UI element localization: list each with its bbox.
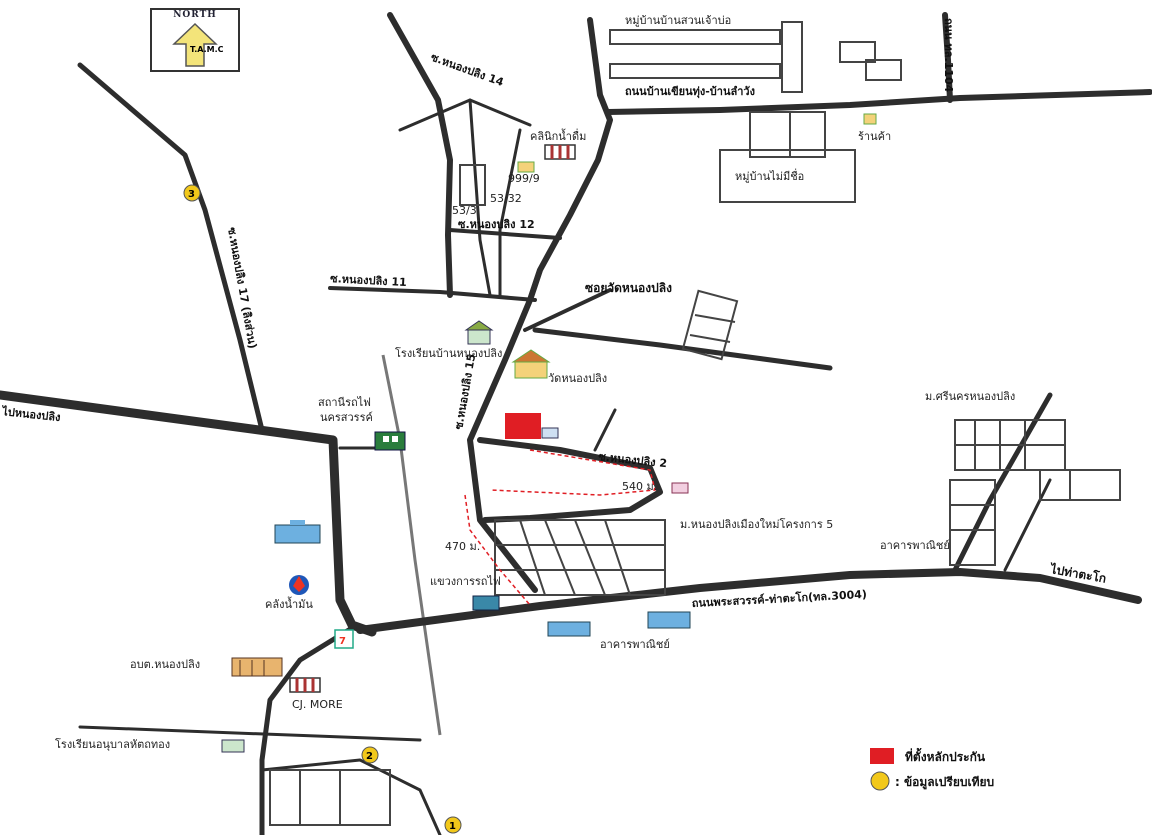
house-icon-999 [517,161,535,173]
road-soi-17 [77,62,265,433]
cj-more-icon [289,677,321,693]
road-soi-14-c [498,128,522,297]
label-soi-14: ซ.หนองปลิง 14 [429,51,506,90]
house-icon-collateral [541,427,559,439]
label-to-left: ไปหนองปลิง [0,404,61,424]
label-kindergarten: โรงเรียนอนุบาลหัตถทอง [55,737,170,751]
house-icon-540 [671,482,689,494]
label-dist-540: 540 ม. [622,480,657,493]
school-icon [464,320,494,345]
road-right-village [952,392,1053,573]
road-soi-14-a [398,98,532,132]
housing-south [269,769,391,826]
label-soi-15: ซ.หนองปลิง 15 [452,353,478,431]
seven-eleven-icon: 7 [334,629,354,649]
road-village-west [527,17,613,303]
road-main-east [356,568,1142,634]
label-shop: ร้านค้า [858,130,891,143]
label-dist-470: 470 ม. [445,540,480,553]
label-soi-wat: ซอยวัดหนองปลิง [585,281,672,295]
railway-line [381,354,442,736]
housing-5 [494,519,666,596]
label-sao: อบต.หนองปลิง [130,658,200,671]
marker-2: 2 [361,746,379,764]
station-icon [374,431,406,451]
gas-station-icon [289,575,309,595]
road-south-a [78,725,422,742]
label-clinic: คลินิกน้ำดื่ม [530,128,586,143]
label-school: โรงเรียนบ้านหนองปลิง [395,346,502,360]
marker-2-label: 2 [366,751,373,762]
legend-collateral-swatch [870,748,894,764]
label-soi-11: ซ.หนองปลิง 11 [330,272,407,289]
road-highway-west [0,390,377,637]
commercial-icon-1 [547,621,591,637]
clinic-icon [544,144,576,160]
label-moo-village: ม.ศรีนครหนองปลิง [925,390,1015,403]
label-commercial-1: อาคารพาณิชย์ [880,539,950,552]
legend-comparable-swatch [870,771,890,791]
marker-1: 1 [444,816,462,834]
road-soi-14-b [468,98,492,297]
label-cj-more: CJ. MORE [292,698,343,711]
building-icon-1 [274,520,321,544]
kindergarten-icon [221,739,245,753]
road-soi-wat [523,288,612,332]
road-south-b [260,758,442,835]
label-village-right: หมู่บ้านไม่มีชื่อ [735,168,804,183]
legend-comparable-label: : ข้อมูลเปรียบเทียบ [895,775,994,790]
label-village-top: หมู่บ้านบ้านสวนเจ้าบ่อ [625,14,731,27]
label-station: สถานีรถไฟ [318,396,371,409]
rail-office-icon [472,595,500,611]
road-village-top [387,12,453,298]
commercial-icon-2 [647,611,691,629]
road-soi-12 [448,228,562,240]
north-label: NORTH [173,10,217,20]
road-wat-east [532,327,833,371]
housing-wat [681,289,739,361]
svg-text:7: 7 [339,636,346,647]
label-house-999: 999/9 [508,172,540,185]
label-soi-12: ซ.หนองปลิง 12 [458,218,535,231]
collateral-location [505,413,541,439]
road-right-village-b [1003,478,1052,572]
shop-icon [863,113,877,125]
road-village-east [605,89,1152,115]
route-540 [489,449,656,496]
road-soi-2 [477,437,663,523]
road-soi-2-branch [593,408,617,452]
north-arrow-icon: T.A.M.C [172,22,224,67]
north-arrow: NORTH T.A.M.C [150,8,240,72]
label-hwy-1104: ถนน ทล.1104 [942,18,955,93]
route-470 [464,494,531,606]
road-hwy-1104 [942,12,953,103]
label-temple: วัดหนองปลิง [548,372,607,385]
marker-3: 3 [183,184,201,202]
label-house-533: 53/3 [452,204,477,217]
housing-top [459,21,902,206]
label-gas: คลังน้ำมัน [265,596,313,611]
label-station-2: นครสวรรค์ [320,411,373,424]
temple-icon [511,349,551,379]
label-village-road: ถนนบ้านเขียนทุ่ง-บ้านลำวัง [625,85,755,99]
road-soi-15 [467,297,538,593]
road-south-branch [259,625,355,835]
label-rail-crossing: แขวงการรถไฟ [430,575,501,588]
sao-icon [231,657,283,677]
label-house-5332: 53/32 [490,192,522,205]
road-soi-11 [328,286,537,302]
label-soi-17: ซ.หนองปลิง 17 (ลิงส่วน) [225,226,259,349]
label-housing-5: ม.หนองปลิงเมืองใหม่โครงการ 5 [680,517,833,531]
housing-right [949,419,1121,566]
marker-1-label: 1 [449,821,456,832]
legend: ที่ตั้งหลักประกัน : ข้อมูลเปรียบเทียบ [870,747,994,791]
label-commercial-2: อาคารพาณิชย์ [600,638,670,651]
marker-3-label: 3 [188,189,195,200]
north-code: T.A.M.C [190,45,224,54]
legend-collateral-label: ที่ตั้งหลักประกัน [905,747,986,764]
